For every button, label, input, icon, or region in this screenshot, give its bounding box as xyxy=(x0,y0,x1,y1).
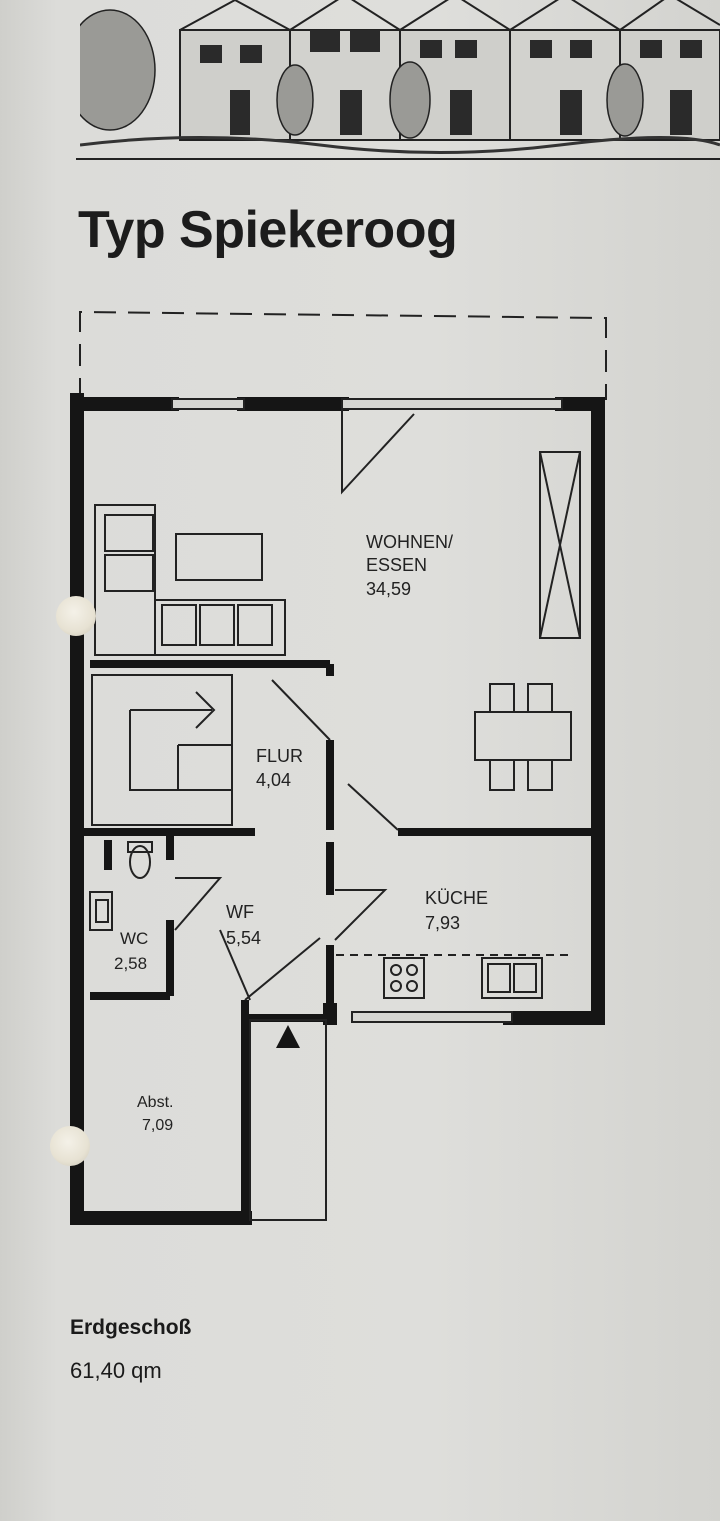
staircase xyxy=(91,674,233,826)
page-title: Typ Spiekeroog xyxy=(78,201,458,259)
room-label-wc: WC xyxy=(120,929,148,948)
entrance xyxy=(249,1019,327,1221)
room-label-wf: WF xyxy=(226,902,254,922)
interior-walls xyxy=(84,660,598,1218)
entrance-arrow-icon xyxy=(276,1025,300,1048)
windows xyxy=(171,398,563,1023)
room-label-wohnen: WOHNEN/ xyxy=(366,532,453,552)
room-area-abst: 7,09 xyxy=(142,1117,173,1134)
header-rule xyxy=(76,158,720,160)
terrace-outline xyxy=(79,310,607,400)
houses-illustration xyxy=(80,0,720,154)
floor-area: 61,40 qm xyxy=(70,1358,162,1383)
room-area-kueche: 7,93 xyxy=(425,913,460,933)
punch-hole-top xyxy=(56,596,96,636)
living-furniture xyxy=(94,451,581,791)
door-swings xyxy=(174,410,415,1001)
punch-hole-bottom xyxy=(50,1126,90,1166)
room-label-abst: Abst. xyxy=(137,1094,173,1111)
floor-plan: WOHNEN/ ESSEN 34,59 FLUR 4,04 KÜCHE 7,93… xyxy=(70,310,607,1225)
room-label-kueche: KÜCHE xyxy=(425,888,488,908)
room-area-flur: 4,04 xyxy=(256,770,291,790)
room-area-wc: 2,58 xyxy=(114,954,147,973)
wc-fixtures xyxy=(89,841,153,931)
room-label-flur: FLUR xyxy=(256,746,303,766)
kitchen-fixtures xyxy=(336,954,572,999)
floor-name: Erdgeschoß xyxy=(70,1316,192,1339)
room-area-wf: 5,54 xyxy=(226,928,261,948)
room-area-wohnen: 34,59 xyxy=(366,579,411,599)
room-label-essen: ESSEN xyxy=(366,555,427,575)
